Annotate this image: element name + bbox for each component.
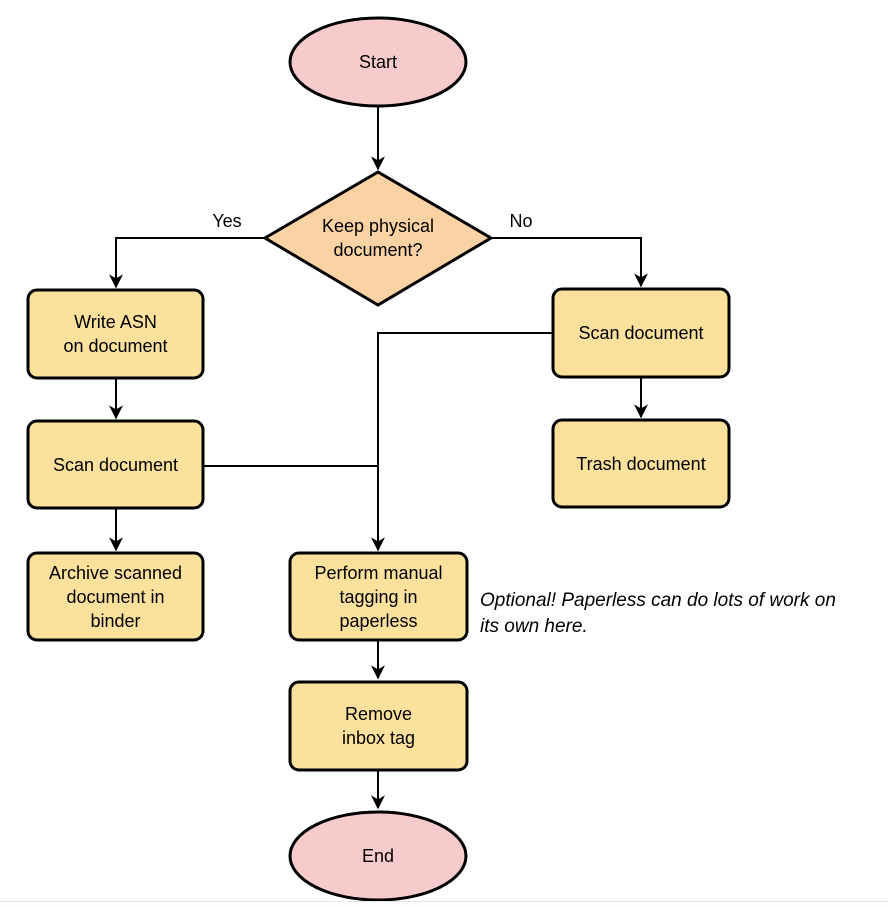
edge-label-no: No (509, 211, 533, 231)
edges-group (109, 107, 648, 810)
edge-decision-no-to-scan-right (490, 237, 648, 288)
node-decision-shape (262, 170, 494, 307)
node-start-shape (288, 16, 468, 108)
node-scan-left-shape (26, 419, 205, 510)
node-trash-shape (551, 418, 731, 509)
node-perform-tagging-shape (288, 551, 469, 642)
optional-annotation-text: Optional! Paperless can do lots of work … (480, 590, 836, 637)
edge-scan-right-to-perform-tagging (371, 332, 552, 552)
node-remove-inbox-shape (288, 680, 469, 772)
node-archive-shape (26, 551, 205, 642)
edge-decision-yes-to-write-asn (109, 237, 266, 289)
node-write-asn-shape (26, 288, 205, 380)
shapes-group (26, 16, 731, 902)
page-bottom-divider (0, 901, 888, 907)
node-scan-right-shape (551, 287, 731, 379)
edge-label-yes: Yes (212, 211, 242, 231)
node-end-shape (288, 810, 468, 902)
